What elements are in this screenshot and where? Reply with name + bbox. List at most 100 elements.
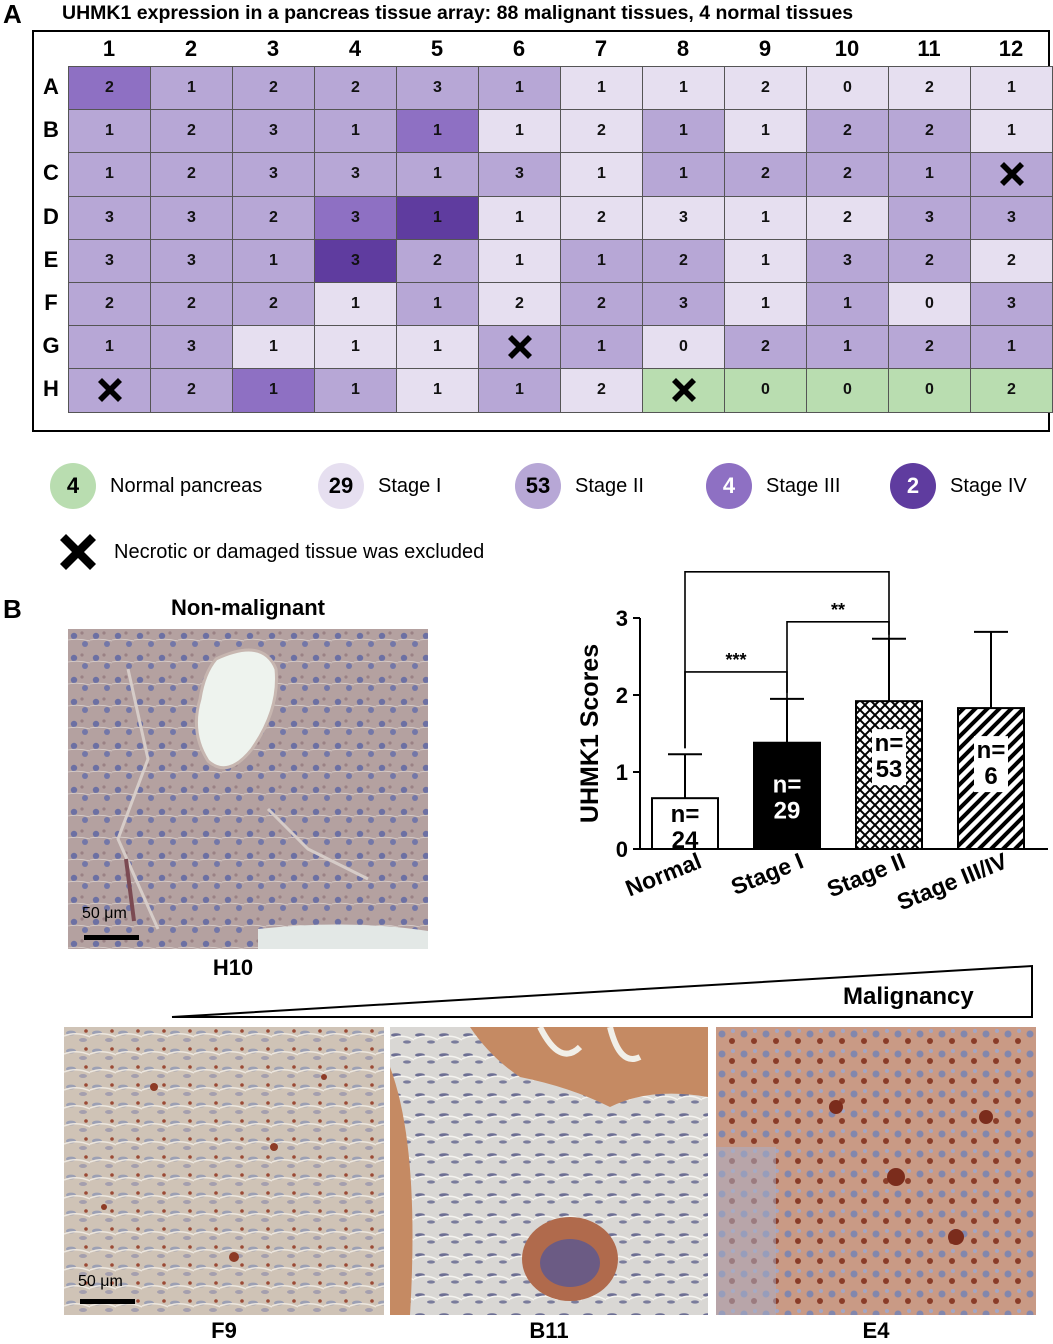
column-header: 1 — [102, 36, 116, 61]
array-cell: 1 — [643, 110, 725, 154]
array-cell: 1 — [971, 110, 1053, 154]
array-cell: 1 — [561, 326, 643, 370]
array-cell: 3 — [151, 326, 233, 370]
array-cell: 3 — [69, 239, 151, 283]
array-cell: 3 — [315, 153, 397, 197]
array-cell: 1 — [889, 153, 971, 197]
bar — [651, 797, 719, 850]
array-cell: 1 — [725, 110, 807, 154]
array-cell: 3 — [971, 282, 1053, 327]
array-cell: 2 — [151, 153, 233, 197]
n-label: n= — [875, 730, 904, 757]
x-mark-icon — [97, 378, 122, 403]
array-cell: 2 — [233, 196, 315, 240]
scale-label: 50 μm — [78, 1273, 123, 1290]
array-cell: 1 — [233, 239, 315, 283]
n-label: n= — [773, 772, 802, 799]
scale-label: 50 μm — [82, 905, 127, 922]
array-cell: 2 — [725, 326, 807, 370]
column-header: 10 — [834, 36, 860, 61]
array-cell: 1 — [397, 196, 479, 240]
array-cell: 2 — [151, 110, 233, 154]
micrograph-e4 — [716, 1027, 1036, 1315]
column-header: 5 — [430, 36, 444, 61]
array-cell: 2 — [479, 282, 561, 327]
bar — [753, 741, 821, 851]
array-cell: 3 — [151, 196, 233, 240]
row-header: D — [43, 203, 59, 229]
array-cell: 1 — [315, 110, 397, 154]
n-label: 53 — [876, 756, 903, 783]
array-cell: 1 — [561, 67, 643, 111]
row-header: A — [43, 74, 59, 99]
row-header: E — [43, 246, 59, 272]
array-cell: 2 — [561, 110, 643, 154]
array-cell: 0 — [807, 67, 889, 111]
significance-label: ** — [831, 600, 845, 620]
column-header: 8 — [676, 36, 690, 61]
malignancy-wedge — [171, 964, 1033, 1018]
column-header: 3 — [266, 36, 280, 61]
legend-label: Stage III — [766, 474, 841, 497]
array-cell: 0 — [643, 326, 725, 370]
significance-bracket — [684, 571, 890, 749]
row-header: F — [44, 290, 58, 315]
caption-e4: E4 — [862, 1318, 890, 1343]
array-cell: 0 — [725, 369, 807, 413]
array-cell: 3 — [233, 153, 315, 197]
array-cell: 2 — [889, 239, 971, 283]
array-cell: 1 — [479, 369, 561, 413]
x-mark-icon — [507, 335, 532, 360]
array-cell: 1 — [725, 239, 807, 283]
excluded-cell — [479, 326, 561, 370]
legend-label: Normal pancreas — [110, 474, 263, 497]
array-cell: 1 — [315, 326, 397, 370]
array-cell: 1 — [561, 153, 643, 197]
array-cell: 1 — [479, 110, 561, 154]
excluded-cell — [971, 153, 1053, 197]
micrograph-b11 — [390, 1027, 708, 1315]
array-cell: 1 — [479, 239, 561, 283]
column-header: 6 — [512, 36, 526, 61]
column-header: 12 — [998, 36, 1024, 61]
legend-count: 53 — [515, 463, 561, 509]
array-cell: 2 — [971, 239, 1053, 283]
array-cell: 3 — [643, 196, 725, 240]
scale-bar — [80, 1299, 135, 1304]
array-cell: 1 — [233, 369, 315, 413]
excluded-cell — [643, 369, 725, 413]
n-label: 29 — [774, 798, 801, 825]
array-cell: 2 — [643, 239, 725, 283]
array-cell: 2 — [725, 67, 807, 111]
array-cell: 1 — [397, 282, 479, 327]
legend-label: Stage II — [575, 474, 644, 497]
array-cell: 3 — [643, 282, 725, 327]
array-cell: 2 — [561, 369, 643, 413]
array-cell: 2 — [807, 153, 889, 197]
array-cell: 1 — [479, 196, 561, 240]
array-cell: 2 — [971, 369, 1053, 413]
category-label: Normal — [622, 848, 705, 902]
row-header: C — [43, 160, 59, 186]
array-cell: 1 — [725, 282, 807, 327]
array-cell: 3 — [315, 196, 397, 240]
array-cell: 1 — [807, 282, 889, 327]
column-header: 7 — [594, 36, 608, 61]
array-cell: 1 — [643, 153, 725, 197]
y-tick-label: 0 — [616, 837, 628, 862]
array-cell: 2 — [807, 110, 889, 154]
legend-label: Stage IV — [950, 474, 1027, 497]
array-cell: 2 — [233, 67, 315, 111]
array-cell: 3 — [397, 67, 479, 111]
row-header: H — [43, 376, 59, 402]
array-cell: 1 — [643, 67, 725, 111]
y-tick-label: 1 — [616, 760, 628, 785]
row-header: B — [43, 117, 59, 143]
caption-f9: F9 — [211, 1318, 237, 1343]
caption-b11: B11 — [529, 1318, 569, 1343]
array-cell: 3 — [971, 196, 1053, 240]
array-cell: 2 — [151, 369, 233, 413]
